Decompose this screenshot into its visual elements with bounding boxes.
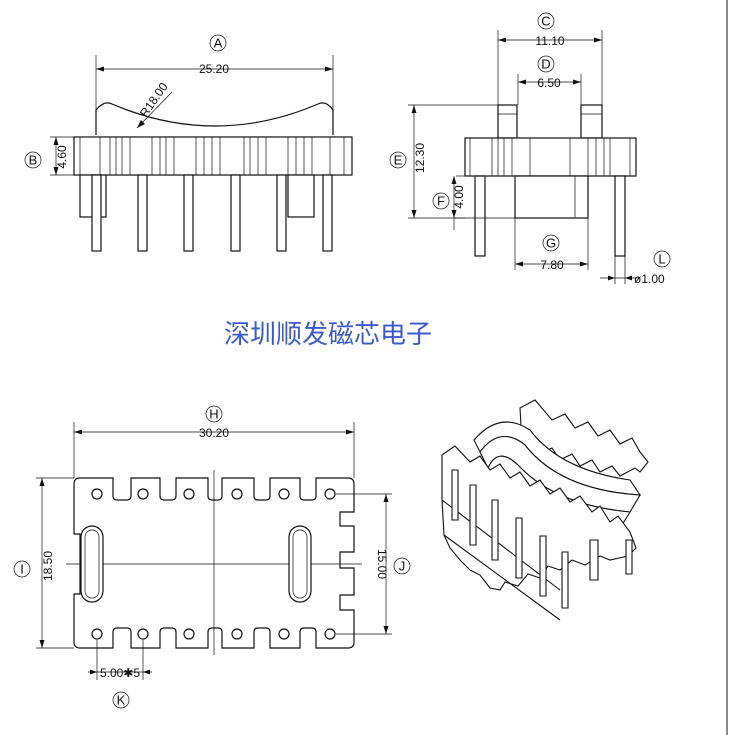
side-post-right: [580, 104, 603, 139]
dim-k-value: 5.00✱5: [100, 666, 140, 680]
dim-i-value: 18.50: [41, 551, 55, 581]
pin-holes-top: [91, 488, 336, 500]
dim-h-value: 30.20: [199, 426, 229, 440]
slot-left: [80, 525, 104, 603]
callout-e: [389, 151, 407, 169]
callout-b: [24, 151, 42, 169]
side-centre-body: [514, 175, 589, 219]
callout-a: [209, 34, 227, 52]
dim-f-value: 4.00: [452, 185, 466, 209]
callout-f: [432, 192, 450, 210]
callout-l: [653, 250, 671, 268]
dim-c-value: 11.10: [535, 34, 564, 48]
callout-j: [393, 557, 411, 575]
callout-f-letter: F: [437, 194, 445, 209]
front-view: 25.20 A R18.00: [24, 34, 353, 252]
pin-holes-bottom: [91, 628, 336, 640]
dim-e-value: 12.30: [413, 143, 427, 173]
dim-l-value: ø1.00: [634, 272, 665, 286]
dim-a-value: 25.20: [199, 62, 229, 76]
callout-b-letter: B: [29, 153, 38, 168]
callout-k: [112, 691, 130, 709]
callout-k-letter: K: [117, 693, 126, 708]
slot-right: [288, 525, 312, 603]
callout-j-letter: J: [399, 559, 406, 574]
callout-a-letter: A: [214, 36, 223, 51]
callout-d: [537, 55, 555, 73]
callout-c-letter: C: [541, 14, 550, 29]
saddle-profile: [95, 102, 334, 135]
company-name: 深圳顺发磁芯电子: [224, 320, 432, 350]
callout-i-letter: I: [20, 562, 24, 577]
side-post-left: [497, 104, 518, 139]
callout-c: [537, 12, 555, 30]
front-standoff-right: [287, 174, 315, 218]
dim-b-value: 4.60: [55, 145, 69, 169]
front-pins: [91, 174, 333, 252]
side-pin-right: [614, 175, 626, 257]
callout-i: [13, 560, 31, 578]
dim-g-value: 7.80: [540, 258, 564, 272]
side-view: 11.10 C 6.50 D: [389, 12, 671, 286]
callout-g: [542, 234, 560, 252]
dim-d-value: 6.50: [537, 76, 561, 90]
side-flange: [464, 137, 637, 177]
callout-d-letter: D: [541, 57, 550, 72]
plan-view: 30.20 H: [13, 405, 411, 709]
callout-h-letter: H: [209, 407, 218, 422]
callout-e-letter: E: [394, 153, 403, 168]
callout-h: [205, 405, 223, 423]
callout-l-letter: L: [658, 252, 665, 267]
dim-j-value: 15.00: [375, 549, 389, 579]
isometric-view: [441, 399, 649, 621]
callout-g-letter: G: [546, 236, 556, 251]
dim-r-value: R18.00: [137, 80, 171, 120]
side-pin-left: [474, 175, 486, 257]
